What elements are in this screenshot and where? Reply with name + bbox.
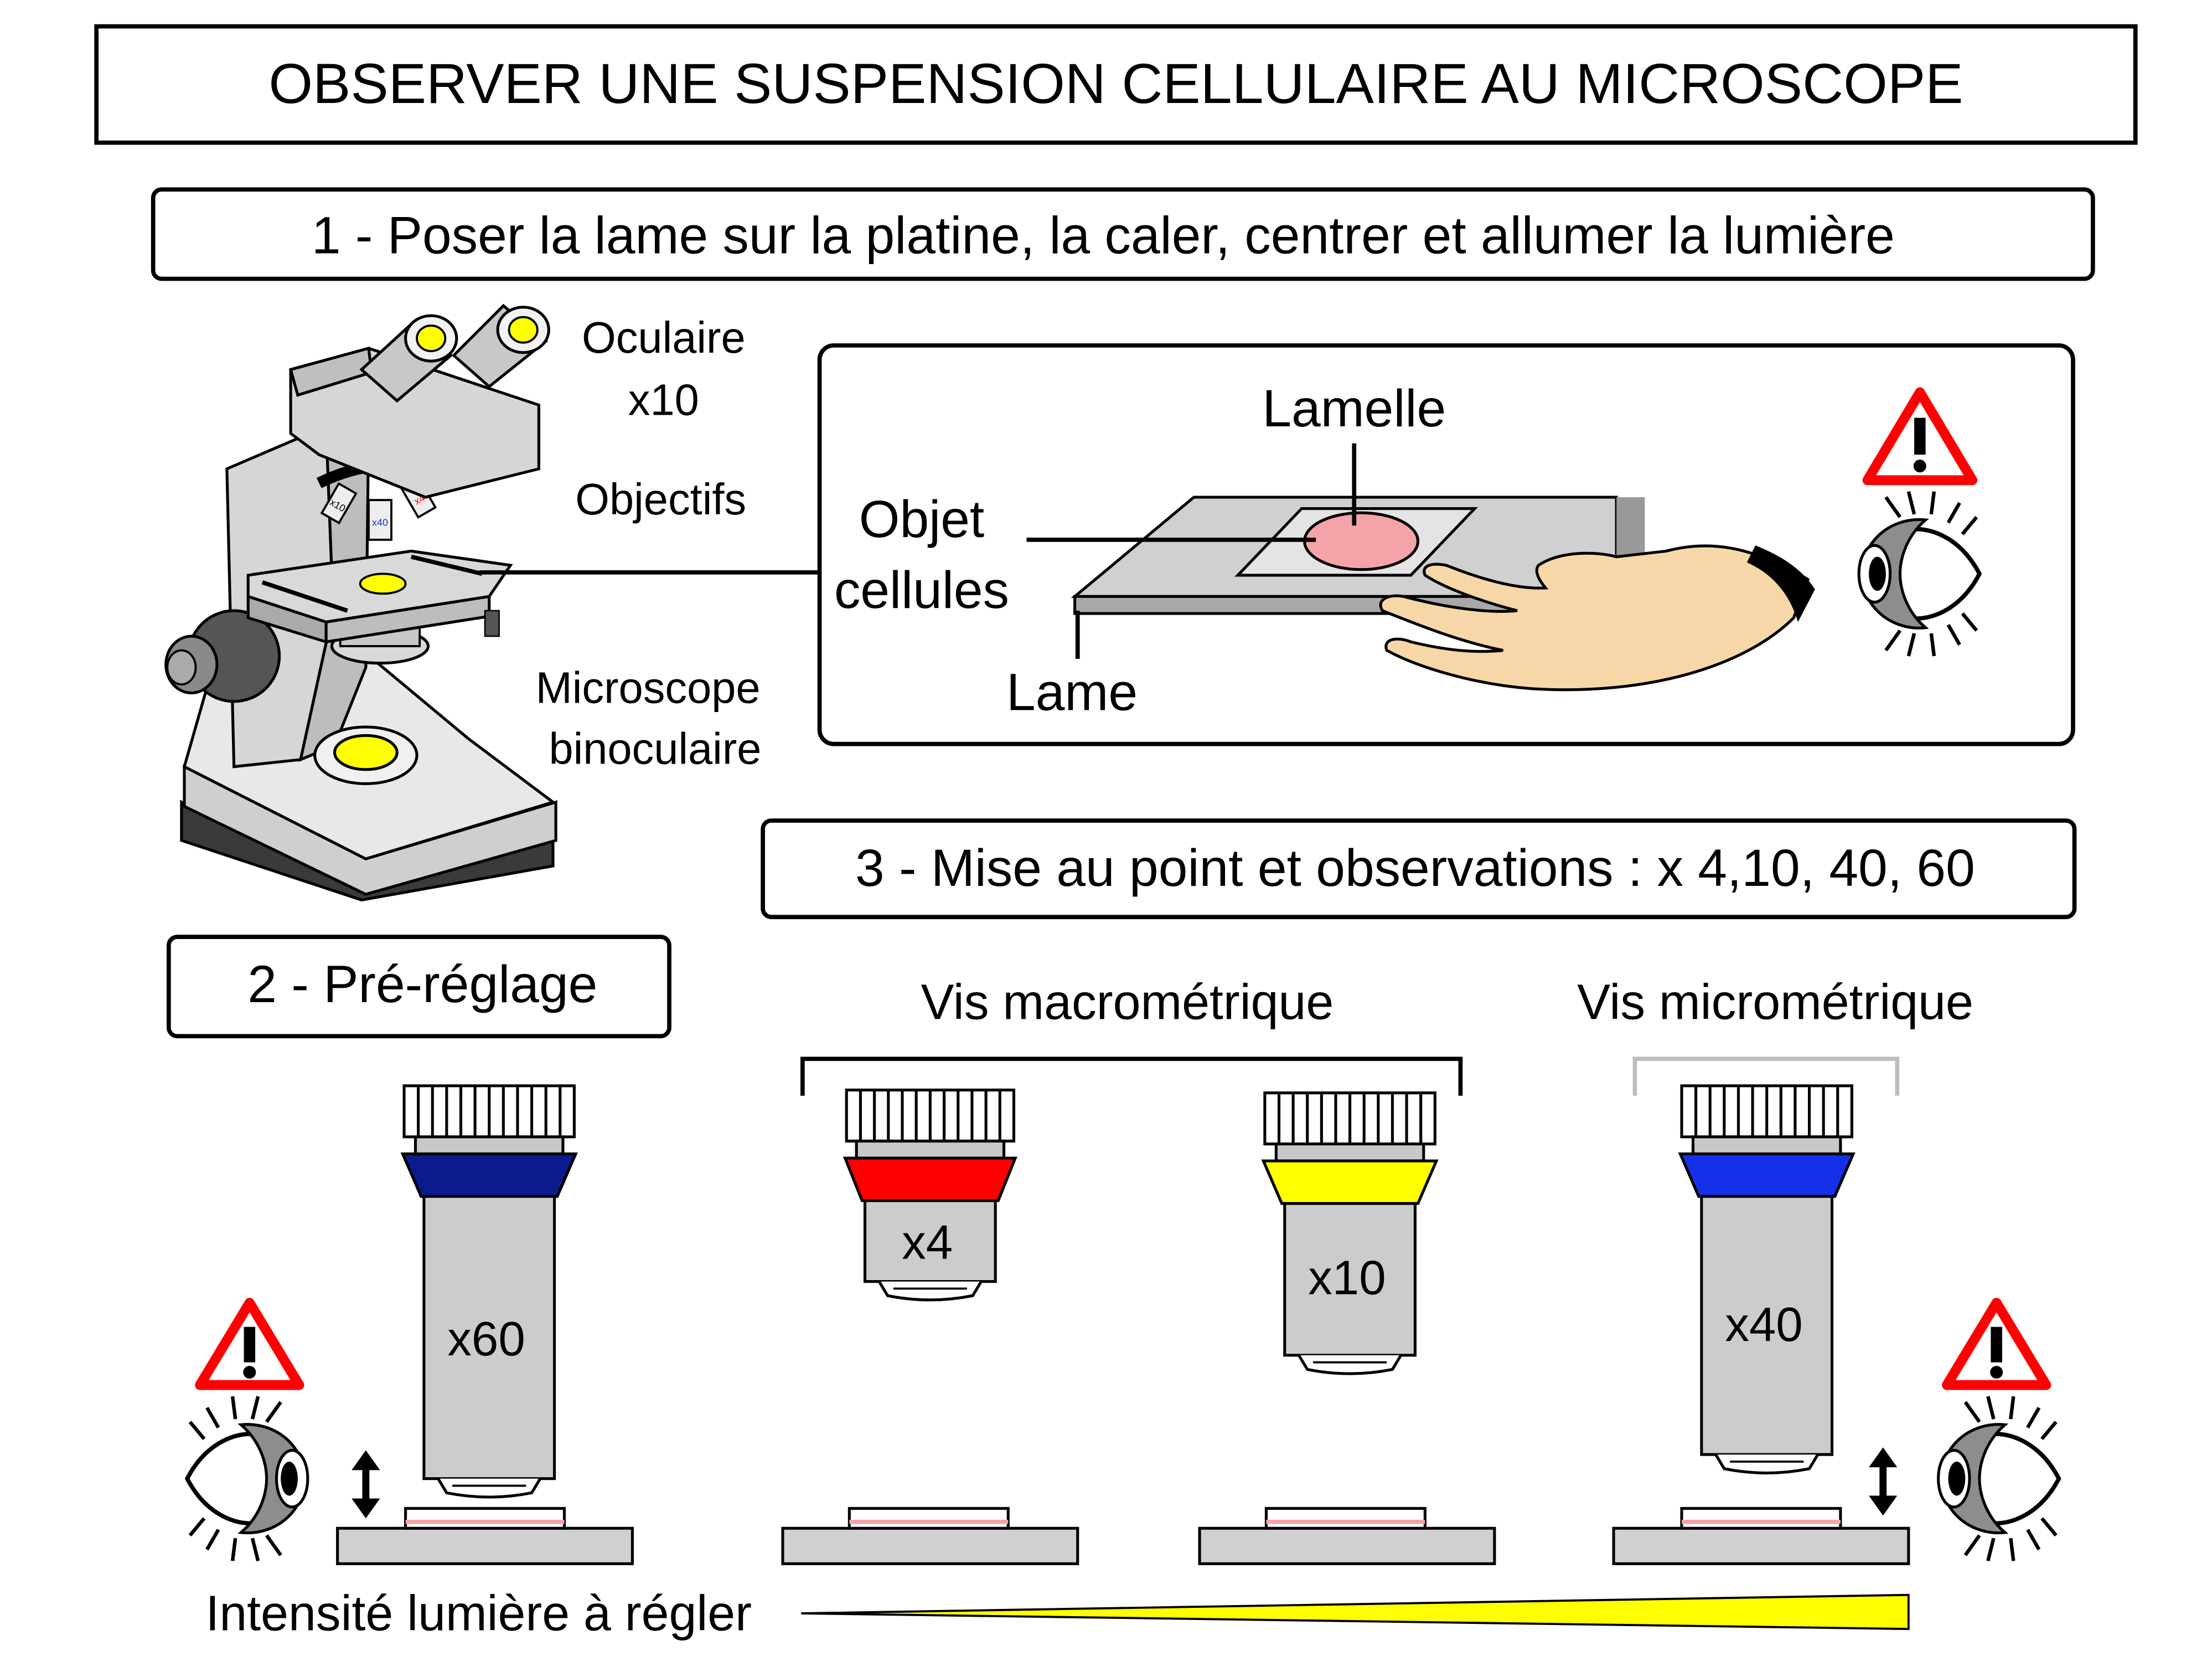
warning-icon	[1862, 387, 1978, 486]
cellules-label: cellules	[834, 561, 1009, 620]
coverslip	[1234, 507, 1478, 577]
page-title: OBSERVER UNE SUSPENSION CELLULAIRE AU MI…	[268, 51, 1963, 115]
stage-slide-2	[781, 1507, 1079, 1565]
objective-label: x40	[1725, 1298, 1802, 1352]
hand-illustration	[1379, 544, 1815, 692]
objective-x4: x4	[843, 1089, 1017, 1302]
eye-icon	[1937, 1396, 2061, 1561]
light-intensity-wedge	[801, 1593, 1910, 1631]
objectifs-label: Objectifs	[575, 474, 746, 524]
binoculaire-label: binoculaire	[549, 724, 761, 773]
eye-icon	[1857, 491, 1982, 657]
stage-slide-4	[1612, 1507, 1910, 1565]
light-intensity-label: Intensité lumière à régler	[205, 1586, 752, 1641]
microscope-label: Microscope	[536, 663, 761, 712]
objective-label: x10	[1308, 1251, 1386, 1305]
oculaire-label: Oculaire	[582, 313, 746, 362]
warning-icon	[195, 1298, 304, 1390]
vis-macrometrique-bracket	[800, 1056, 1463, 1096]
title-box	[94, 24, 2138, 145]
vis-micrometrique-bracket	[1632, 1056, 1900, 1096]
double-arrow-icon	[352, 1450, 380, 1519]
objective-x60: x60	[400, 1084, 578, 1499]
objective-x40: x40	[1678, 1084, 1856, 1474]
step3-label: 3 - Mise au point et observations : x 4,…	[855, 839, 1975, 897]
stage-slide-3	[1198, 1507, 1496, 1565]
oculaire-magnification-label: x10	[628, 375, 699, 424]
step1-label: 1 - Poser la lame sur la platine, la cal…	[312, 206, 1895, 265]
lamelle-label: Lamelle	[1262, 379, 1446, 438]
objective-label: x4	[902, 1216, 953, 1270]
warning-icon	[1942, 1298, 2051, 1390]
double-arrow-icon	[1869, 1447, 1898, 1516]
objectives-row: x60 x4 x10 x40	[400, 1084, 1856, 1499]
objective-label: x60	[447, 1312, 525, 1366]
lame-label: Lame	[1006, 663, 1138, 721]
microscope: x10 x40 x4	[164, 303, 557, 902]
objet-label: Objet	[859, 490, 985, 549]
step2-box	[166, 935, 671, 1039]
step1-box	[151, 187, 2095, 281]
svg-text:x40: x40	[372, 517, 388, 528]
objective-x10: x10	[1261, 1091, 1439, 1375]
step2-label: 2 - Pré-réglage	[247, 955, 597, 1014]
vis-macrometrique-label: Vis macrométrique	[921, 974, 1334, 1030]
vis-micrometrique-label: Vis micrométrique	[1577, 974, 1973, 1030]
stage-slide-1	[336, 1507, 634, 1565]
eye-icon	[184, 1396, 309, 1561]
step3-box	[761, 818, 2077, 920]
